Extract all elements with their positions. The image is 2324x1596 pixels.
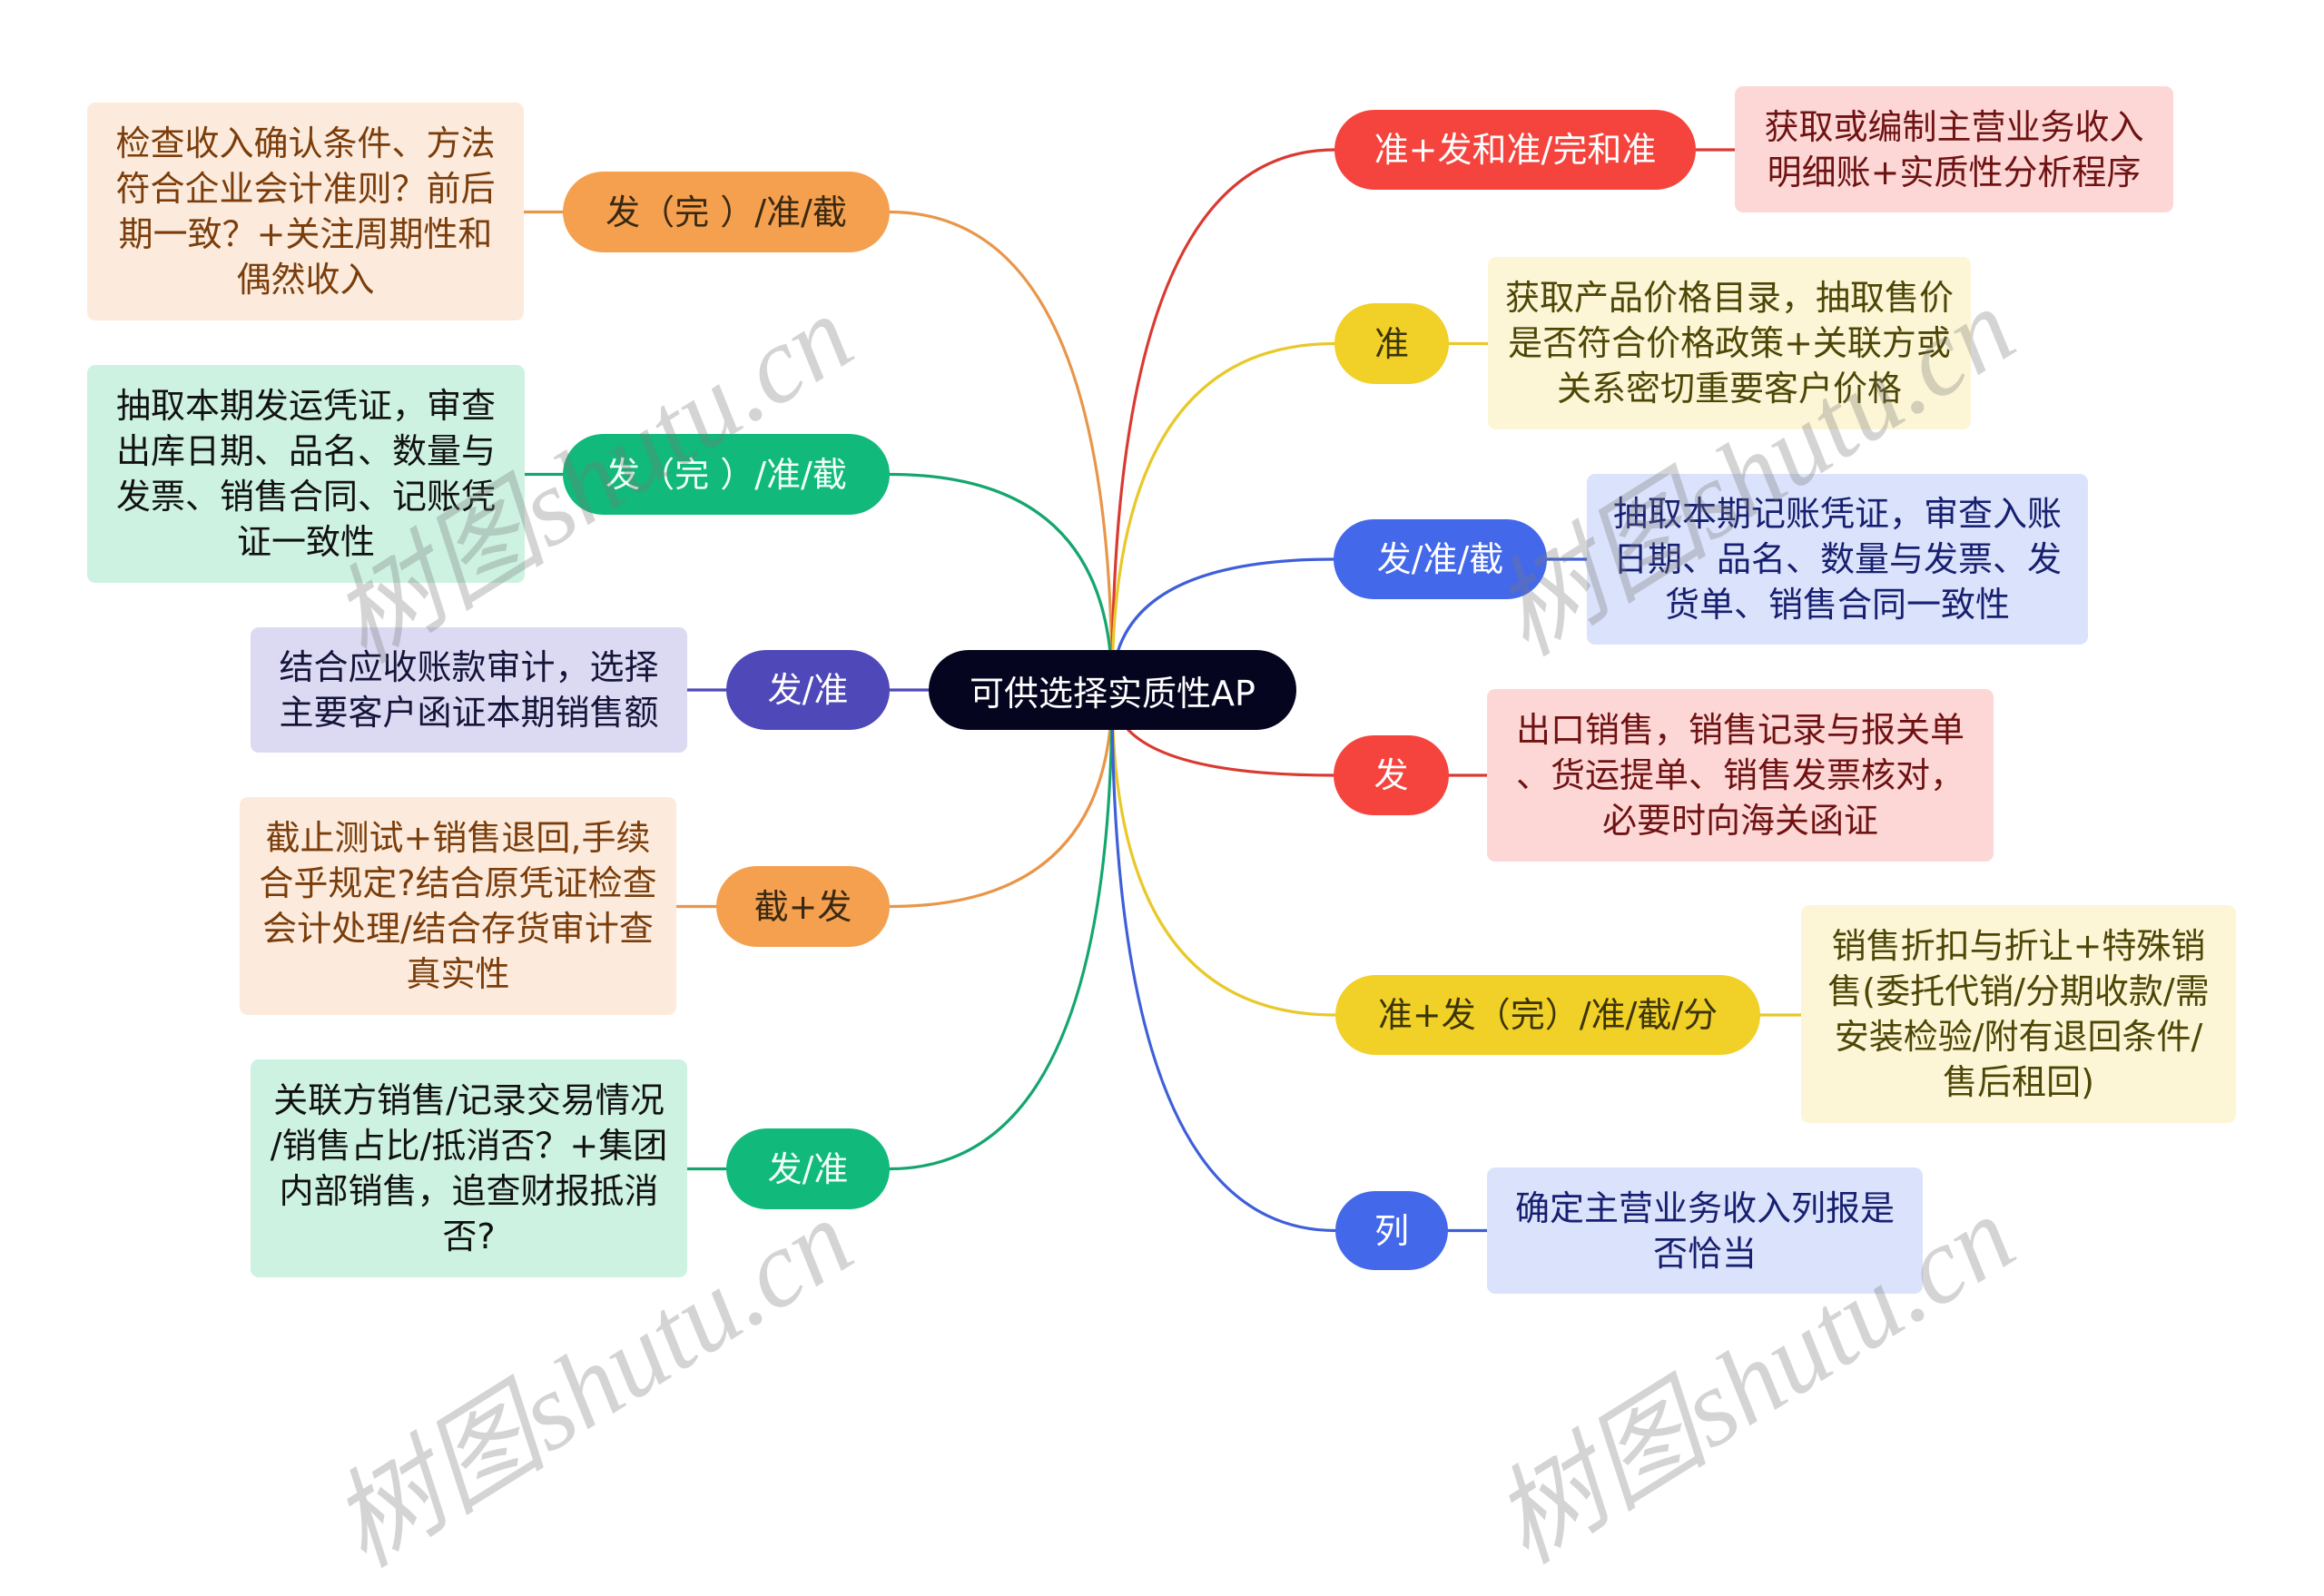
subtopic-line: 真实性 [406, 954, 510, 994]
subtopic-left-2[interactable]: 抽取本期发运凭证，审查 出库日期、品名、数量与 发票、销售合同、记账凭 证一致性 [87, 365, 525, 583]
connector-right-2 [1110, 341, 1336, 692]
subtopic-line: 获取产品价格目录，抽取售价 [1504, 278, 1954, 318]
topic-left-3[interactable]: 发/准 [726, 650, 890, 730]
subtopic-line: 关联方销售/记录交易情况 [273, 1080, 665, 1120]
subtopic-line: 否? [442, 1217, 496, 1256]
subtopic-line: 内部销售，追查财报抵消 [279, 1171, 659, 1211]
subtopic-line: 证一致性 [236, 522, 375, 562]
topic-right-6[interactable]: 列 [1335, 1191, 1448, 1270]
topic-label: 准 [1374, 323, 1409, 364]
subtopic-line: 结合应收账款审计，选择 [279, 647, 659, 687]
topic-label: 列 [1374, 1210, 1409, 1251]
topic-label: 发/准 [767, 670, 849, 710]
subtopic-line: 销售折扣与折让+特殊销 [1831, 926, 2206, 966]
subtopic-line: 符合企业会计准则？前后 [115, 169, 496, 209]
subtopic-line: 安装检验/附有退回条件/ [1834, 1017, 2203, 1057]
topic-right-1[interactable]: 准+发和准/完和准 [1334, 110, 1696, 190]
subtopic-line: 售后租回) [1943, 1062, 2094, 1102]
topic-label: 发/准 [767, 1148, 849, 1189]
connector-left-1 [888, 210, 1114, 692]
subtopic-line: 确定主营业务收入列报是 [1514, 1187, 1895, 1228]
topic-label: 发 [1374, 755, 1409, 795]
subtopic-line: 主要客户函证本期销售额 [279, 693, 659, 733]
subtopic-right-3[interactable]: 抽取本期记账凭证，审查入账 日期、品名、数量与发票、发 货单、销售合同一致性 [1587, 474, 2088, 645]
subtopic-right-5[interactable]: 销售折扣与折让+特殊销 售(委托代销/分期收款/需 安装检验/附有退回条件/ 售… [1801, 905, 2236, 1123]
subtopic-line: 检查收入确认条件、方法 [115, 123, 496, 163]
subtopic-right-1[interactable]: 获取或编制主营业务收入 明细账+实质性分析程序 [1735, 86, 2173, 212]
mind-map-canvas: 可供选择实质性AP 发（完 ）/准/截 检查收入确认条件、方法 符合企业会计准则… [87, 86, 2236, 1590]
subtopic-line: 出库日期、品名、数量与 [115, 431, 496, 471]
subtopic-line: 是否符合价格政策+关联方或 [1508, 323, 1951, 363]
topic-label: 准+发（完）/准/截/分 [1377, 995, 1718, 1035]
subtopic-line: 必要时向海关函证 [1601, 801, 1878, 841]
subtopic-line: 截止测试+销售退回,手续 [265, 818, 651, 858]
subtopic-line: 会计处理/结合存货审计查 [262, 909, 654, 949]
topic-label: 准+发和准/完和准 [1374, 130, 1657, 170]
subtopic-line: 获取或编制主营业务收入 [1764, 106, 2144, 147]
subtopic-line: 合乎规定?结合原凭证检查 [259, 863, 657, 903]
central-topic[interactable]: 可供选择实质性AP [929, 650, 1296, 730]
subtopic-line: 日期、品名、数量与发票、发 [1612, 539, 2062, 579]
topic-label: 发（完 ）/准/截 [606, 454, 847, 495]
topic-right-3[interactable]: 发/准/截 [1334, 519, 1547, 599]
topic-left-5[interactable]: 发/准 [726, 1128, 890, 1209]
subtopic-right-6[interactable]: 确定主营业务收入列报是 否恰当 [1487, 1167, 1923, 1294]
connector-left-5 [888, 688, 1114, 1171]
connector-right-6 [1110, 688, 1337, 1233]
subtopic-line: 货单、销售合同一致性 [1664, 585, 2010, 625]
topic-right-2[interactable]: 准 [1334, 303, 1449, 384]
subtopic-right-4[interactable]: 出口销售，销售记录与报关单 、货运提单、销售发票核对， 必要时向海关函证 [1487, 689, 1994, 862]
subtopic-left-1[interactable]: 检查收入确认条件、方法 符合企业会计准则？前后 期一致？+关注周期性和 偶然收入 [87, 103, 524, 320]
connector-right-1 [1110, 148, 1336, 692]
topic-label: 截+发 [753, 886, 852, 927]
subtopic-line: 发票、销售合同、记账凭 [115, 477, 496, 517]
topic-label: 发/准/截 [1376, 539, 1504, 579]
topic-left-1[interactable]: 发（完 ）/准/截 [563, 172, 890, 252]
subtopic-line: 否恰当 [1652, 1233, 1757, 1274]
subtopic-line: 、货运提单、销售发票核对， [1515, 755, 1965, 795]
subtopic-left-4[interactable]: 截止测试+销售退回,手续 合乎规定?结合原凭证检查 会计处理/结合存货审计查 真… [240, 797, 676, 1015]
topic-right-4[interactable]: 发 [1334, 735, 1449, 815]
subtopic-line: 关系密切重要客户价格 [1556, 369, 1902, 409]
connector-left-4 [888, 688, 1114, 909]
central-topic-label: 可供选择实质性AP [970, 673, 1256, 714]
connector-left-2 [888, 472, 1114, 692]
topic-left-2[interactable]: 发（完 ）/准/截 [563, 434, 890, 515]
subtopic-right-2[interactable]: 获取产品价格目录，抽取售价 是否符合价格政策+关联方或 关系密切重要客户价格 [1488, 257, 1971, 429]
subtopic-line: 售(委托代销/分期收款/需 [1827, 971, 2210, 1011]
connector-right-5 [1110, 688, 1337, 1017]
subtopic-line: 期一致？+关注周期性和 [118, 214, 493, 254]
subtopic-line: 偶然收入 [236, 260, 375, 300]
subtopic-line: /销售占比/抵消否？+集团 [270, 1126, 668, 1166]
topic-right-5[interactable]: 准+发（完）/准/截/分 [1335, 975, 1760, 1055]
subtopic-line: 明细账+实质性分析程序 [1767, 152, 2142, 192]
subtopic-left-5[interactable]: 关联方销售/记录交易情况 /销售占比/抵消否？+集团 内部销售，追查财报抵消 否… [251, 1059, 687, 1277]
subtopic-line: 抽取本期发运凭证，审查 [115, 386, 496, 426]
subtopic-left-3[interactable]: 结合应收账款审计，选择 主要客户函证本期销售额 [251, 627, 687, 753]
subtopic-line: 出口销售，销售记录与报关单 [1515, 710, 1965, 750]
subtopic-line: 抽取本期记账凭证，审查入账 [1612, 494, 2062, 534]
topic-left-4[interactable]: 截+发 [716, 866, 890, 947]
topic-label: 发（完 ）/准/截 [606, 192, 847, 232]
